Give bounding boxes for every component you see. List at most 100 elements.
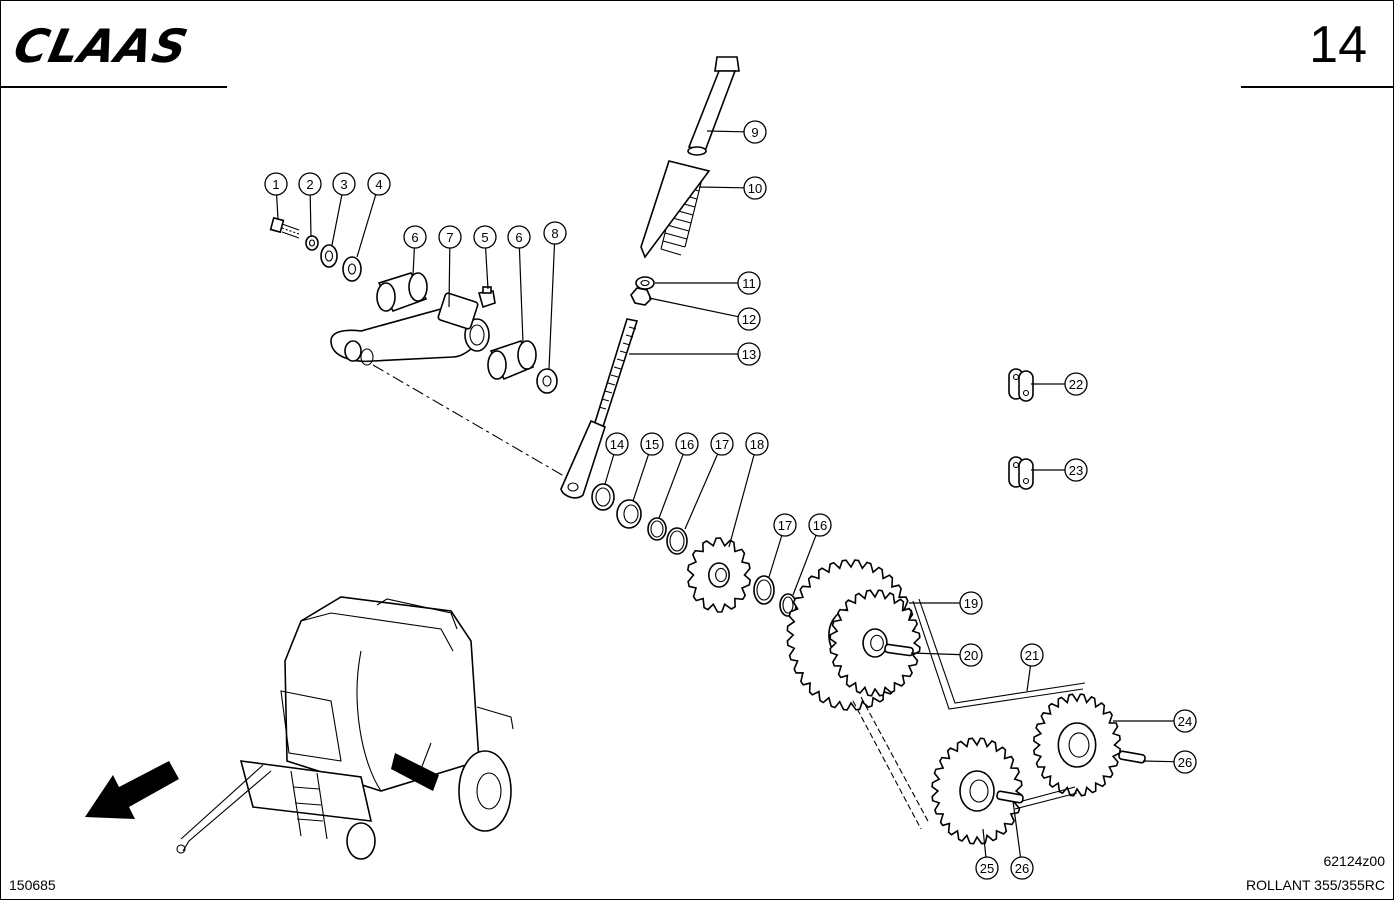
compression-spring-part-10 — [640, 160, 711, 259]
washer-part-4 — [342, 256, 362, 282]
callout-circle — [675, 432, 699, 456]
leader-line — [658, 454, 684, 519]
callout-part-6: 6 — [403, 225, 427, 276]
callout-label: 13 — [742, 347, 756, 362]
leader-line — [728, 454, 755, 548]
callout-label: 18 — [750, 437, 764, 452]
callout-circle — [1064, 458, 1088, 482]
callout-label: 26 — [1015, 861, 1029, 876]
callout-label: 7 — [446, 230, 453, 245]
callout-circle — [543, 221, 567, 245]
callout-label: 17 — [778, 518, 792, 533]
callout-label: 23 — [1069, 463, 1083, 478]
callout-label: 8 — [551, 226, 558, 241]
callout-circle — [264, 172, 288, 196]
leader-line — [276, 194, 279, 220]
callout-circle — [367, 172, 391, 196]
sprocket-part-19-inner — [829, 589, 921, 697]
document-number: 150685 — [9, 877, 56, 893]
callout-part-8: 8 — [543, 221, 567, 370]
callout-label: 3 — [340, 177, 347, 192]
machine-model: ROLLANT 355/355RC — [1245, 877, 1385, 893]
leader-line — [518, 247, 524, 344]
leader-line — [982, 828, 987, 858]
callout-circle — [743, 120, 767, 144]
callout-label: 6 — [515, 230, 522, 245]
arm-part-7 — [330, 292, 490, 366]
callout-part-21: 21 — [1020, 643, 1044, 692]
leader-line — [412, 247, 415, 276]
callout-circle — [959, 643, 983, 667]
callout-circle — [605, 432, 629, 456]
callout-circle — [1173, 709, 1197, 733]
callout-circle — [473, 225, 497, 249]
callout-label: 20 — [964, 648, 978, 663]
callout-circle — [808, 513, 832, 537]
drawing-code: 62124z00 — [1323, 853, 1385, 869]
callout-part-16: 16 — [658, 432, 699, 519]
bolt-part-1 — [269, 216, 300, 239]
callout-circle — [745, 432, 769, 456]
callout-label: 12 — [742, 312, 756, 327]
callout-circle — [1173, 750, 1197, 774]
callout-part-2: 2 — [298, 172, 322, 238]
ring-part-15 — [616, 499, 642, 529]
sprocket-part-18 — [686, 537, 752, 613]
callout-circle — [298, 172, 322, 196]
callout-label: 17 — [715, 437, 729, 452]
header-rule-right — [1241, 86, 1393, 88]
callout-part-17: 17 — [768, 513, 797, 578]
callout-circle — [403, 225, 427, 249]
tension-rod-part-9 — [687, 56, 740, 156]
round-baler-overview-illustration — [176, 596, 514, 860]
callout-circle — [737, 342, 761, 366]
assembly-axis-line — [372, 364, 570, 480]
leader-line — [648, 297, 739, 318]
washer-part-2 — [305, 235, 319, 251]
leader-line — [331, 194, 343, 246]
callout-part-3: 3 — [331, 172, 356, 246]
callout-part-26: 26 — [1010, 800, 1034, 880]
callout-part-11: 11 — [655, 271, 761, 295]
callout-label: 2 — [306, 177, 313, 192]
callout-label: 21 — [1025, 648, 1039, 663]
sprocket-part-24 — [1032, 693, 1122, 797]
callout-circle — [710, 432, 734, 456]
callout-part-19: 19 — [909, 591, 983, 615]
callout-part-14: 14 — [604, 432, 629, 485]
leader-line — [485, 247, 489, 290]
ring-part-16 — [647, 517, 667, 541]
callout-label: 19 — [964, 596, 978, 611]
callout-part-26: 26 — [1142, 750, 1197, 774]
washer-part-11 — [635, 276, 655, 290]
callout-circle — [1064, 372, 1088, 396]
callout-part-15: 15 — [632, 432, 664, 502]
leader-line — [1026, 665, 1032, 692]
callout-circle — [332, 172, 356, 196]
callout-label: 11 — [742, 276, 756, 291]
ring-part-17b — [753, 575, 775, 605]
callout-part-22: 22 — [1031, 372, 1088, 396]
leader-line — [632, 454, 650, 502]
callout-part-18: 18 — [728, 432, 769, 548]
nut-part-12 — [630, 287, 652, 306]
leader-line — [548, 243, 556, 370]
callout-part-7: 7 — [438, 225, 462, 308]
callout-part-12: 12 — [648, 297, 761, 331]
callout-label: 4 — [375, 177, 382, 192]
leader-line — [448, 247, 451, 308]
callout-circle — [959, 591, 983, 615]
callout-circle — [438, 225, 462, 249]
sprockets-group — [686, 537, 1122, 845]
callout-label: 9 — [751, 125, 758, 140]
leader-line — [356, 194, 377, 258]
callout-label: 24 — [1178, 714, 1192, 729]
connecting-link-part-23 — [1008, 456, 1034, 490]
callout-circle — [507, 225, 531, 249]
connecting-link-part-22 — [1008, 368, 1034, 402]
callout-part-13: 13 — [629, 342, 761, 366]
roller-chain-part-21 — [852, 598, 1086, 830]
leader-line — [768, 535, 783, 578]
ring-part-14 — [591, 483, 615, 511]
callout-part-16: 16 — [792, 513, 832, 596]
